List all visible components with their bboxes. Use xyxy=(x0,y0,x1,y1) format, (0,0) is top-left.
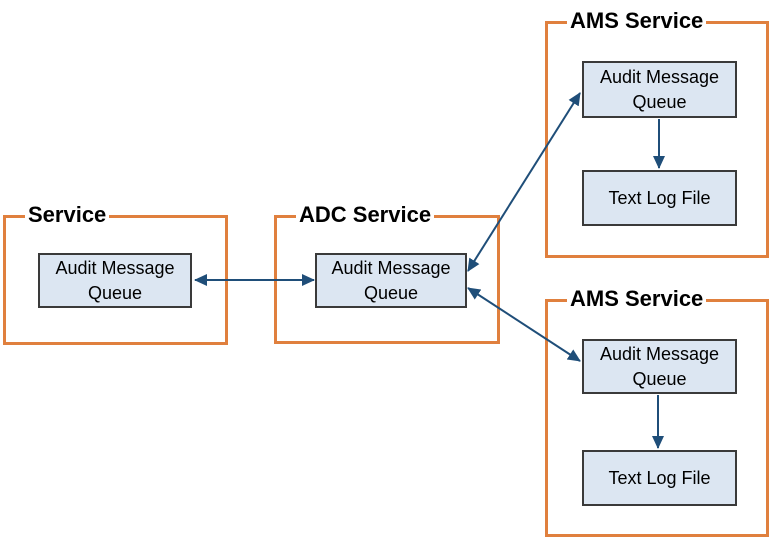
node-label: Audit Message Queue xyxy=(599,343,720,389)
node-label: Text Log File xyxy=(608,187,711,208)
node-label: Audit Message Queue xyxy=(55,257,175,303)
ams-service-top-container: AMS Service Audit Message Queue Text Log… xyxy=(545,8,769,258)
ams-service-bottom-container-title: AMS Service xyxy=(567,286,707,311)
service-audit-message-queue-node: Audit Message Queue xyxy=(38,253,192,308)
ams-bottom-text-log-file-node: Text Log File xyxy=(582,450,737,506)
node-label: Text Log File xyxy=(608,467,711,488)
adc-service-container: ADC Service Audit Message Queue xyxy=(274,202,500,344)
ams-bottom-audit-message-queue-node: Audit Message Queue xyxy=(582,339,737,394)
service-container: Service Audit Message Queue xyxy=(3,202,228,345)
ams-top-text-log-file-node: Text Log File xyxy=(582,170,737,226)
service-container-title: Service xyxy=(25,202,110,227)
node-label: Audit Message Queue xyxy=(599,66,720,112)
adc-service-container-title: ADC Service xyxy=(296,202,435,227)
ams-service-top-container-title: AMS Service xyxy=(567,8,707,33)
adc-audit-message-queue-node: Audit Message Queue xyxy=(315,253,467,308)
ams-service-bottom-container: AMS Service Audit Message Queue Text Log… xyxy=(545,286,769,537)
ams-top-audit-message-queue-node: Audit Message Queue xyxy=(582,61,737,118)
node-label: Audit Message Queue xyxy=(331,257,451,303)
